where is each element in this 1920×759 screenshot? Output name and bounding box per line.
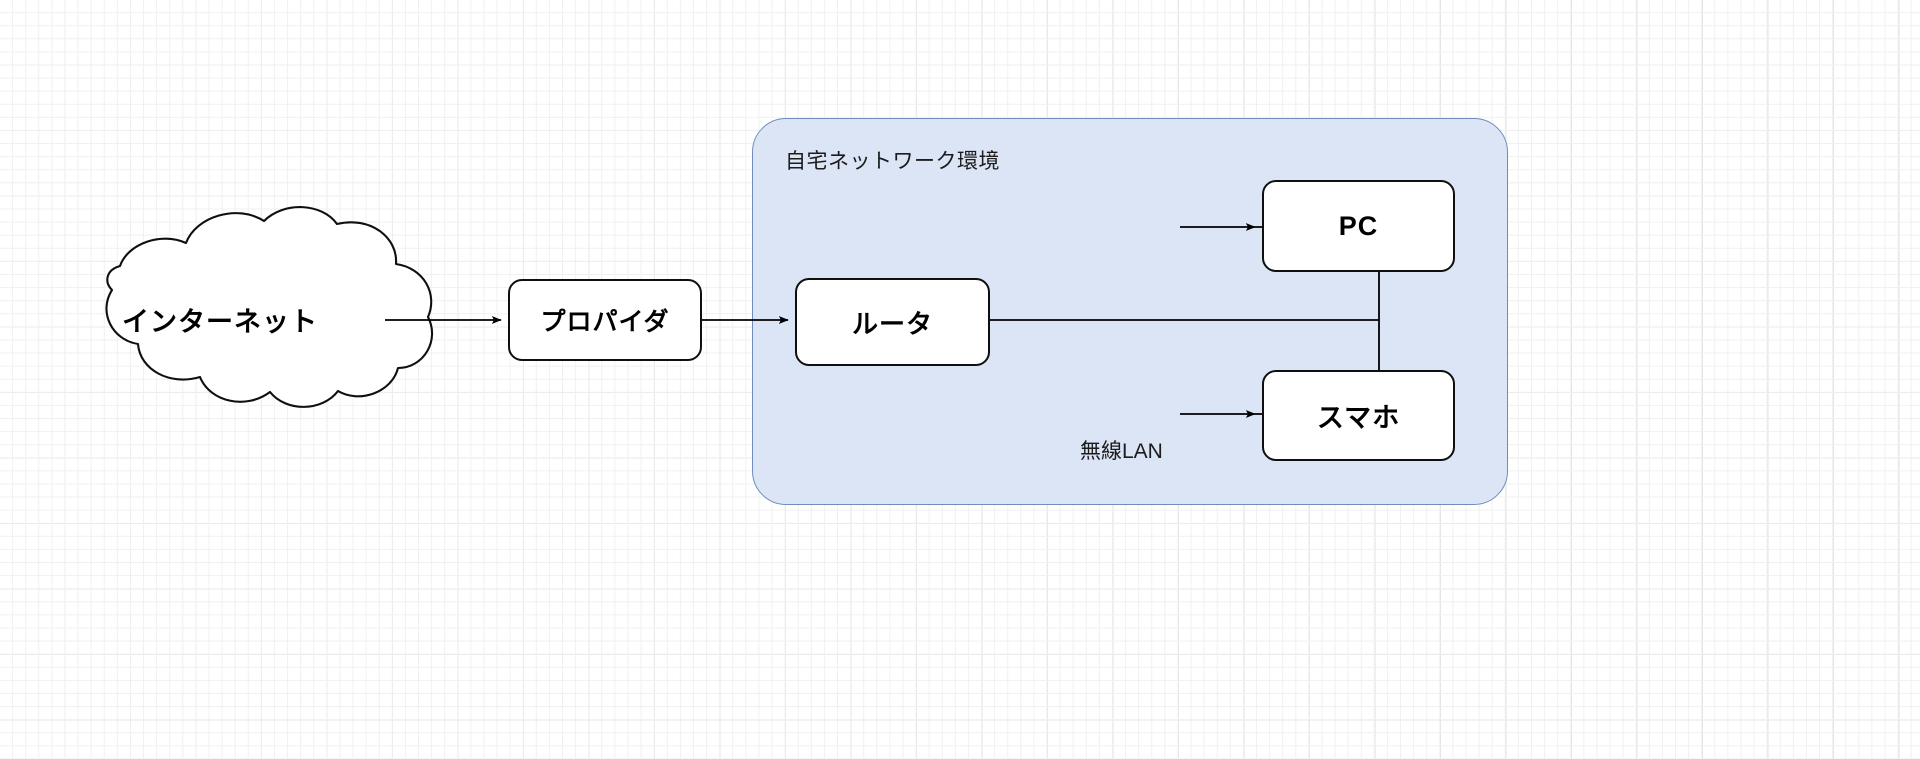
- node-router[interactable]: ルータ: [795, 278, 990, 366]
- node-internet-label: インターネット: [122, 307, 318, 337]
- node-provider-label: プロパイダ: [540, 308, 670, 336]
- node-smartphone-label: スマホ: [1316, 403, 1401, 433]
- node-provider[interactable]: プロパイダ: [508, 279, 702, 361]
- node-pc[interactable]: PC: [1262, 180, 1455, 272]
- group-home-network-label: 自宅ネットワーク環境: [785, 150, 1000, 173]
- edge-label-wireless-lan: 無線LAN: [1080, 440, 1163, 463]
- node-router-label: ルータ: [851, 308, 933, 339]
- node-smartphone[interactable]: スマホ: [1262, 370, 1455, 461]
- node-pc-label: PC: [1338, 210, 1379, 241]
